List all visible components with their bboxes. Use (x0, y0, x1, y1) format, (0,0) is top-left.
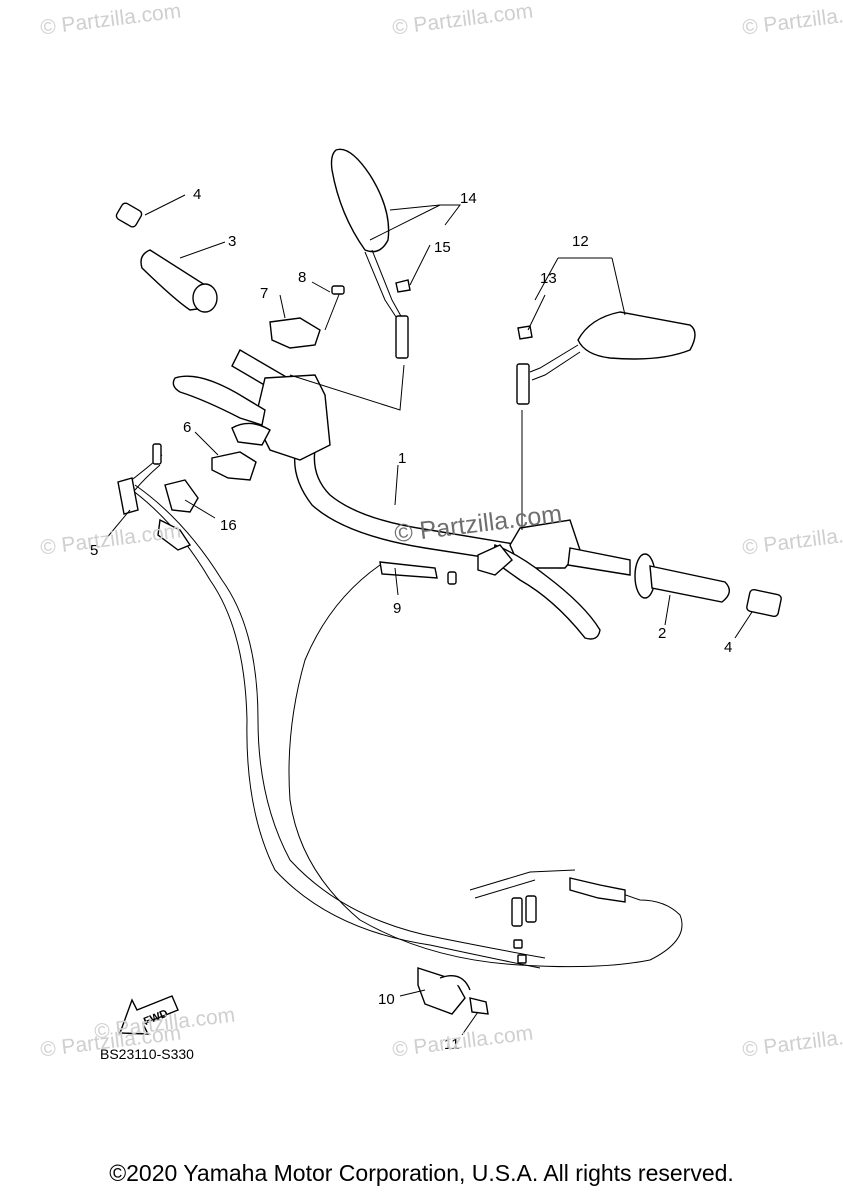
callout-3: 3 (228, 233, 236, 250)
callout-4-bottom: 4 (724, 639, 732, 656)
right-grip (567, 547, 782, 618)
callout-13: 13 (540, 270, 557, 287)
callout-6: 6 (183, 419, 191, 436)
callout-11: 11 (444, 1036, 460, 1053)
left-mirror (330, 148, 411, 359)
callout-15: 15 (434, 239, 451, 256)
callout-8: 8 (298, 269, 306, 286)
callout-10: 10 (378, 991, 395, 1008)
clutch-cable (288, 561, 683, 968)
copyright-text: ©2020 Yamaha Motor Corporation, U.S.A. A… (109, 1160, 734, 1186)
callout-14: 14 (460, 190, 477, 207)
callout-5: 5 (90, 542, 98, 559)
brake-lever-assembly (477, 519, 601, 640)
callout-2: 2 (658, 625, 666, 642)
diagram-code: BS23110-S330 (100, 1046, 194, 1062)
cable-ends (469, 869, 576, 964)
callout-7: 7 (260, 285, 268, 302)
cable-guide (417, 967, 489, 1015)
left-grip (115, 202, 218, 313)
callout-9: 9 (393, 600, 401, 617)
callout-12: 12 (572, 233, 589, 250)
leader-lines (104, 194, 753, 1036)
callout-1: 1 (398, 450, 406, 467)
clutch-lever-assembly (172, 285, 345, 481)
callout-16: 16 (220, 517, 237, 534)
callout-4-top: 4 (193, 186, 201, 203)
callout-numbers: 1 2 3 4 4 5 6 7 8 9 10 11 12 13 14 15 16 (90, 186, 732, 1053)
right-mirror (516, 311, 696, 405)
throttle-cables (117, 443, 546, 969)
